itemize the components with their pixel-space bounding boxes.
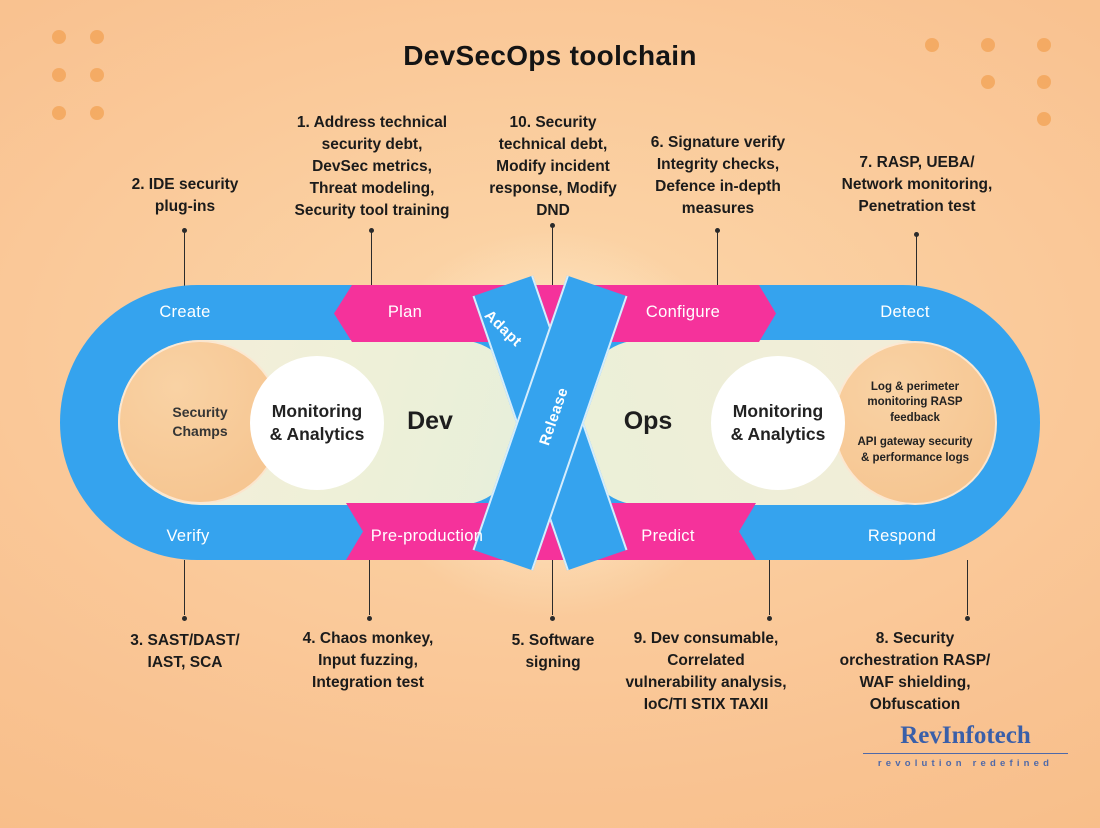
- segment-pre-production-label: Pre-production: [370, 527, 484, 545]
- api-gateway-label: API gateway security & performance logs: [857, 436, 973, 464]
- callout-1: 1. Address technical security debt, DevS…: [294, 114, 450, 219]
- segment-detect-label: Detect: [880, 303, 930, 321]
- dot-icon: [90, 106, 104, 120]
- callout-8-dot: [965, 616, 970, 621]
- callout-2-dot: [182, 228, 187, 233]
- dot-icon: [90, 30, 104, 44]
- logo-tagline: revolution redefined: [877, 758, 1054, 769]
- monitoring-analytics-circle-right: Monitoring & Analytics: [711, 356, 845, 490]
- logo: RevInfotech revolution redefined: [863, 722, 1068, 769]
- monitoring-analytics-circle-left: Monitoring & Analytics: [250, 356, 384, 490]
- segment-respond-label: Respond: [867, 527, 937, 545]
- dot-icon: [52, 106, 66, 120]
- callout-10-line: [552, 227, 553, 286]
- callout-5-line: [552, 560, 553, 615]
- callout-3: 3. SAST/DAST/ IAST, SCA: [130, 632, 240, 671]
- callout-4-dot: [367, 616, 372, 621]
- callout-3-dot: [182, 616, 187, 621]
- callout-7: 7. RASP, UEBA/ Network monitoring, Penet…: [841, 154, 993, 215]
- callout-3-line: [184, 560, 185, 615]
- dev-label: Dev: [407, 407, 453, 435]
- callout-5-dot: [550, 616, 555, 621]
- dot-icon: [1037, 112, 1051, 126]
- callout-8-line: [967, 560, 968, 615]
- callout-4: 4. Chaos monkey, Input fuzzing, Integrat…: [302, 630, 434, 691]
- callout-7-line: [916, 236, 917, 286]
- callout-9-dot: [767, 616, 772, 621]
- ops-feedback-circle: Log & perimeter monitoring RASP feedback…: [833, 341, 997, 505]
- segment-verify-label: Verify: [166, 527, 210, 545]
- callout-8: 8. Security orchestration RASP/ WAF shie…: [839, 630, 991, 713]
- callout-7-dot: [914, 232, 919, 237]
- logo-divider: [863, 753, 1068, 754]
- segment-plan-label: Plan: [387, 303, 423, 321]
- callout-2-line: [184, 232, 185, 286]
- dot-icon: [90, 68, 104, 82]
- security-champs-label: Security Champs: [172, 404, 228, 439]
- ops-label: Ops: [623, 407, 673, 435]
- logo-name: RevInfotech: [900, 722, 1031, 749]
- callout-6-line: [717, 232, 718, 286]
- callout-9-line: [769, 560, 770, 615]
- callout-9: 9. Dev consumable, Correlated vulnerabil…: [625, 630, 787, 713]
- segment-configure-label: Configure: [645, 303, 721, 321]
- log-feedback-label: Log & perimeter monitoring RASP feedback: [867, 380, 963, 424]
- callout-10-dot: [550, 223, 555, 228]
- segment-predict-label: Predict: [641, 527, 695, 545]
- callout-1-dot: [369, 228, 374, 233]
- callout-6-dot: [715, 228, 720, 233]
- callout-10: 10. Security technical debt, Modify inci…: [489, 114, 617, 219]
- callout-6: 6. Signature verify Integrity checks, De…: [650, 134, 786, 217]
- dot-icon: [981, 38, 995, 52]
- dot-icon: [1037, 75, 1051, 89]
- callout-5: 5. Software signing: [511, 632, 595, 671]
- dot-icon: [52, 30, 66, 44]
- segment-create-label: Create: [159, 303, 211, 321]
- dot-icon: [52, 68, 66, 82]
- callout-2: 2. IDE security plug-ins: [131, 176, 239, 215]
- dot-icon: [925, 38, 939, 52]
- callout-1-line: [371, 232, 372, 286]
- dot-icon: [981, 75, 995, 89]
- page-title: DevSecOps toolchain: [403, 40, 697, 71]
- callout-4-line: [369, 560, 370, 615]
- dot-icon: [1037, 38, 1051, 52]
